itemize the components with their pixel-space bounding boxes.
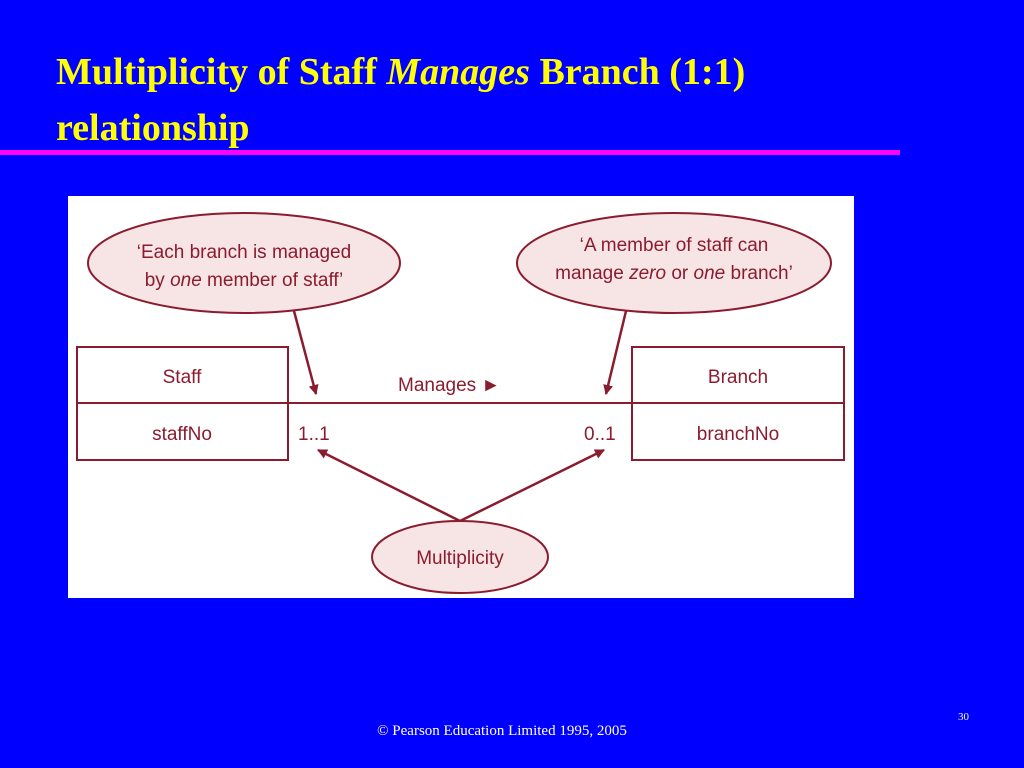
note-multiplicity-label: Multiplicity [416, 548, 504, 569]
arrow-multiplicity-to-right [459, 448, 605, 523]
multiplicity-right-label: 0..1 [584, 424, 616, 445]
page-number: 30 [958, 711, 969, 723]
note-left: ‘Each branch is managed by one member of… [87, 212, 401, 314]
note-multiplicity: Multiplicity [371, 520, 549, 594]
title-part-1: Multiplicity of Staff [56, 51, 387, 93]
multiplicity-left-label: 1..1 [298, 424, 330, 445]
note-left-ellipse [87, 212, 401, 314]
arrow-multiplicity-to-left [317, 448, 461, 523]
staff-entity: Staff staffNo [76, 346, 289, 461]
branch-entity: Branch branchNo [631, 346, 845, 461]
copyright-footer: © Pearson Education Limited 1995, 2005 [377, 723, 627, 739]
title-part-3: Branch (1:1) [529, 51, 746, 93]
slide-title: Multiplicity of Staff Manages Branch (1:… [56, 44, 916, 156]
branch-attribute: branchNo [697, 424, 779, 445]
note-left-line-1: ‘Each branch is managed [137, 242, 351, 263]
staff-attribute: staffNo [152, 424, 212, 445]
branch-entity-name: Branch [708, 367, 768, 388]
note-right-ellipse [516, 212, 832, 314]
note-right-line-2: manage zero or one branch’ [555, 263, 793, 284]
note-left-line-2: by one member of staff’ [145, 270, 344, 291]
diagram-canvas: Staff staffNo Branch branchNo Manages ► … [76, 212, 845, 594]
arrow-note-left-to-staff-end [292, 310, 319, 395]
multiplicity-diagram: Staff staffNo Branch branchNo Manages ► … [68, 196, 854, 598]
note-right: ‘A member of staff can manage zero or on… [516, 212, 832, 314]
staff-entity-name: Staff [163, 367, 202, 388]
note-right-line-1: ‘A member of staff can [580, 235, 769, 256]
title-italic-manages: Manages [386, 51, 530, 93]
arrow-note-right-to-branch-end [603, 310, 628, 395]
title-line-2: relationship [56, 107, 250, 149]
relationship-label: Manages ► [398, 375, 500, 396]
title-divider [0, 150, 900, 155]
